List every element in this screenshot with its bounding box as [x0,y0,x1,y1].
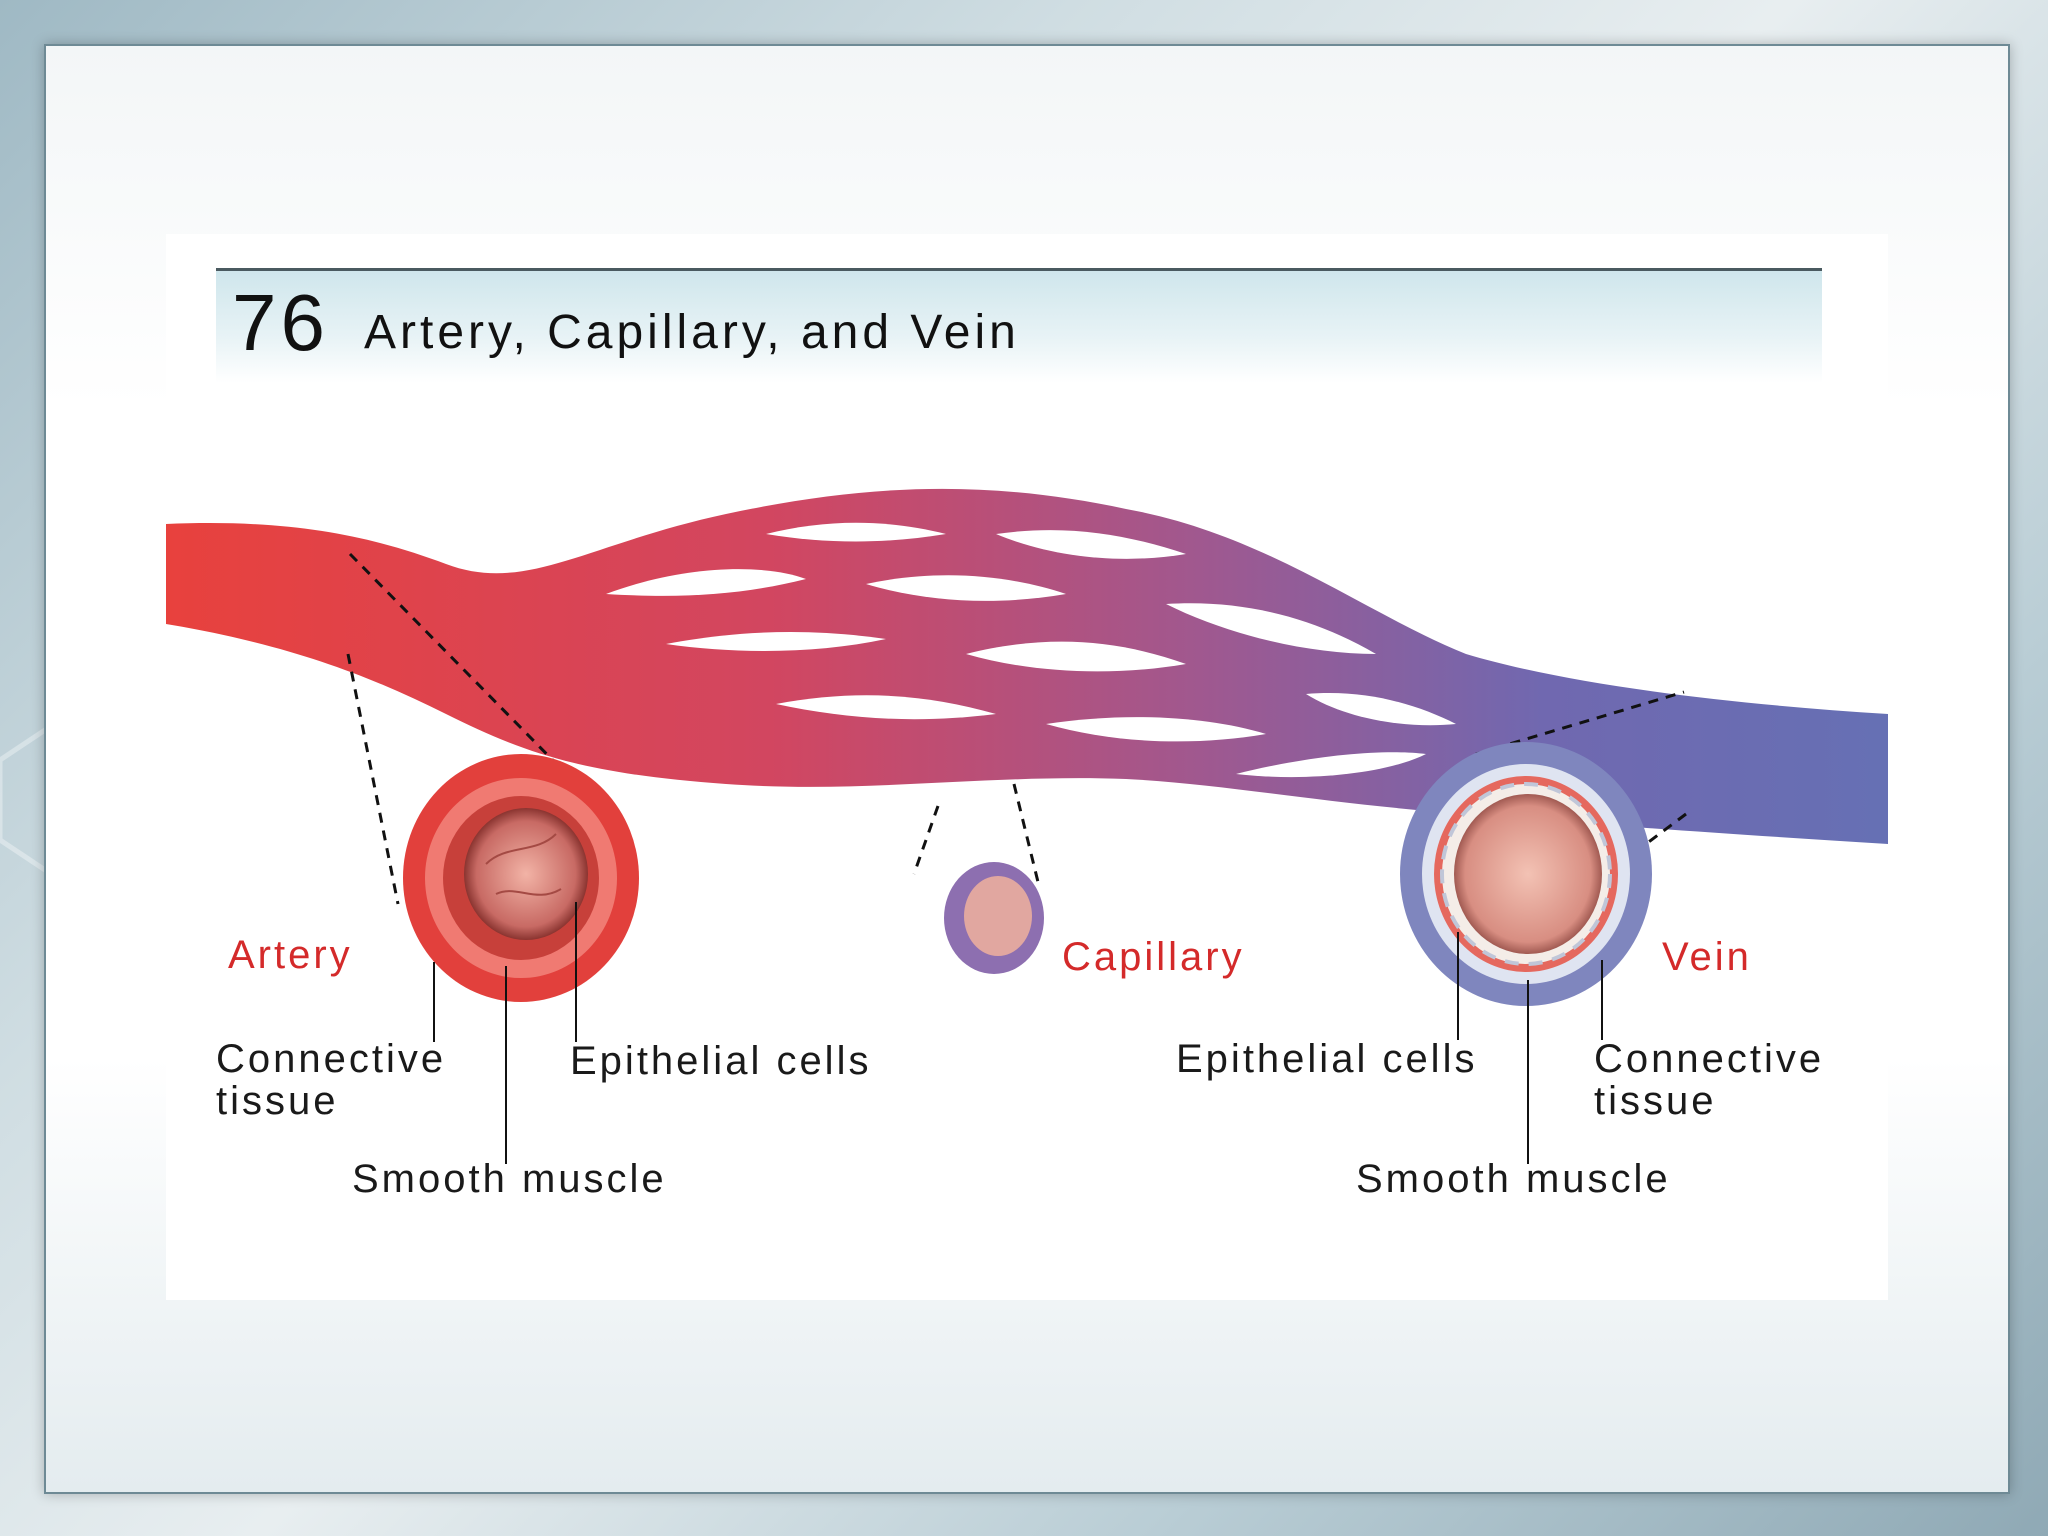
label-artery-epithelial-cells: Epithelial cells [570,1040,871,1082]
label-vein: Vein [1662,936,1752,978]
label-artery-smooth-muscle: Smooth muscle [352,1158,667,1200]
vessel-diagram [166,234,1888,1300]
capillary-cross-section [944,862,1044,974]
vein-cross-section [1400,742,1652,1006]
label-vein-connective-tissue: Connective tissue [1594,1038,1824,1122]
blood-vessel [166,489,1888,844]
slide-frame: 76 Artery, Capillary, and Vein [44,44,2010,1494]
label-capillary: Capillary [1062,936,1245,978]
figure-panel: 76 Artery, Capillary, and Vein [166,234,1888,1300]
artery-cross-section [403,754,639,1002]
label-artery: Artery [228,934,353,976]
label-vein-epithelial-cells: Epithelial cells [1176,1038,1477,1080]
label-vein-smooth-muscle: Smooth muscle [1356,1158,1671,1200]
label-artery-connective-tissue: Connective tissue [216,1038,446,1122]
